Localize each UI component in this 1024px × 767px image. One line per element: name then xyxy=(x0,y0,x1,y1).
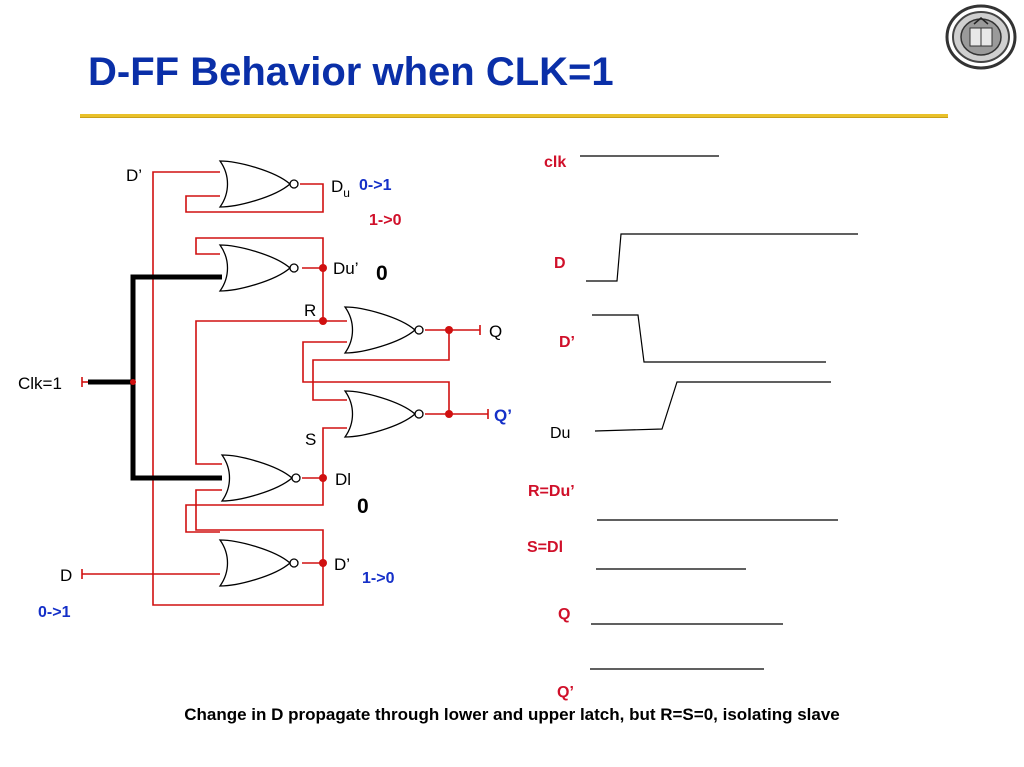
title-divider xyxy=(80,114,948,118)
timing-label-q: Q xyxy=(558,606,570,623)
timing-label-d: D xyxy=(554,255,566,272)
waveform-d xyxy=(586,233,858,282)
label-du: Du xyxy=(331,177,350,200)
label-d-prime-top: D’ xyxy=(126,166,142,185)
annotation-dl-value: 0 xyxy=(357,495,369,518)
nor-gate-1 xyxy=(219,160,299,208)
timing-label-d-prime: D’ xyxy=(559,334,575,351)
nor-gates xyxy=(219,160,424,587)
annotation-du-change: 0->1 xyxy=(359,177,392,194)
timing-label-du: Du xyxy=(550,425,570,442)
clock-junction xyxy=(130,379,136,385)
annotation-d-prime-change: 1->0 xyxy=(362,570,395,587)
nor-gate-4 xyxy=(344,390,424,438)
label-d-prime-bottom: D’ xyxy=(334,555,350,574)
circuit-wires xyxy=(82,171,488,606)
waveform-d-prime xyxy=(592,314,826,363)
clock-wire xyxy=(88,274,222,481)
nor-gate-3 xyxy=(344,306,424,354)
terminal-ticks xyxy=(81,325,489,579)
nor-gate-2 xyxy=(219,244,299,292)
waveform-du xyxy=(594,381,831,432)
label-du-prime: Du’ xyxy=(333,259,359,278)
annotation-du-prime-value: 0 xyxy=(376,262,388,285)
label-dl: Dl xyxy=(335,470,351,489)
timing-label-r-du: R=Du’ xyxy=(528,483,575,500)
nor-gate-6 xyxy=(219,539,299,587)
timing-waveforms xyxy=(580,155,858,670)
slide-caption: Change in D propagate through lower and … xyxy=(184,705,840,724)
annotation-du-prime-change: 1->0 xyxy=(369,212,402,229)
annotation-d-change: 0->1 xyxy=(38,604,71,621)
timing-label-q-prime: Q’ xyxy=(557,684,574,701)
label-q-prime: Q’ xyxy=(494,406,512,425)
timing-label-clk: clk xyxy=(544,154,566,171)
label-clk: Clk=1 xyxy=(18,374,62,393)
slide-title: D-FF Behavior when CLK=1 xyxy=(88,50,614,94)
label-q: Q xyxy=(489,322,502,341)
label-s: S xyxy=(305,430,316,449)
nor-gate-5 xyxy=(221,454,301,502)
university-seal-icon xyxy=(945,4,1017,70)
label-r: R xyxy=(304,301,316,320)
junction-dots xyxy=(319,264,453,567)
label-d: D xyxy=(60,566,72,585)
timing-label-s-dl: S=Dl xyxy=(527,539,563,556)
